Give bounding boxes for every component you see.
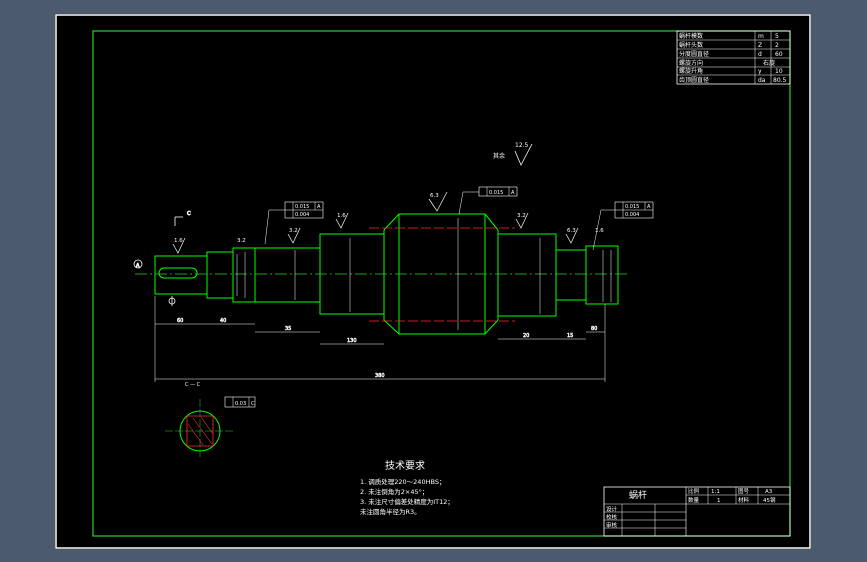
param-label-0: 蜗杆模数 bbox=[679, 32, 703, 40]
drawing-svg: 蜗杆模数 m 5 蜗杆头数 Z 2 分度圆直径 d 60 螺旋方向 右旋 螺旋升… bbox=[55, 14, 811, 549]
section-view-label: C — C bbox=[185, 382, 201, 388]
tolerance-frame-1: 0.015 A bbox=[458, 186, 518, 215]
tech-requirements: 技术要求 1. 调质处理220～240HBS； 2. 未注倒角为2×45°； 3… bbox=[360, 459, 454, 516]
section-label-top: C bbox=[187, 211, 191, 217]
pitch-lines bbox=[369, 227, 515, 322]
dim-seg6: 15 bbox=[567, 333, 573, 339]
drawing-frame bbox=[92, 30, 791, 537]
tolerance-frame-2: 0.015 A 0.004 bbox=[592, 201, 654, 251]
tol-2-row1b: A bbox=[647, 204, 651, 210]
roughness-mark-1: 3.2 bbox=[289, 228, 298, 234]
param-sym-1: Z bbox=[758, 42, 762, 49]
param-label-3: 螺旋方向 bbox=[679, 59, 703, 67]
drawing-no-label: 图号 bbox=[738, 487, 750, 495]
dim-seg5: 20 bbox=[523, 333, 529, 339]
param-label-1: 蜗杆头数 bbox=[679, 41, 703, 49]
design-label: 设计 bbox=[606, 505, 618, 513]
roughness-mark-2: 1.6 bbox=[337, 213, 346, 219]
tech-req-title: 技术要求 bbox=[385, 459, 425, 472]
tol-0-row2: 0.004 bbox=[295, 212, 309, 218]
material-label: 材料 bbox=[738, 496, 750, 504]
param-sym-0: m bbox=[758, 33, 764, 40]
drawing-no-value: A3 bbox=[765, 489, 773, 495]
tol-2-row2: 0.004 bbox=[625, 212, 639, 218]
tech-req-item-1: 2. 未注倒角为2×45°； bbox=[360, 487, 428, 496]
keyway-tol-1: 0.03 bbox=[235, 401, 246, 407]
keyway-tol-2: C bbox=[251, 401, 255, 407]
tolerance-frames: 0.015 A 0.004 0.015 A 0.015 A 0.004 bbox=[264, 186, 654, 251]
keyway-slot bbox=[158, 267, 198, 279]
roughness-global: 其余 12.5 bbox=[493, 142, 533, 166]
tol-0-row1: 0.015 bbox=[295, 204, 309, 210]
param-sym-4: γ bbox=[758, 68, 762, 75]
roughness-mark-0: 1.6 bbox=[174, 238, 183, 244]
scale-label: 比例 bbox=[688, 487, 700, 495]
shaft-outline bbox=[154, 213, 619, 335]
dim-seg1: 60 bbox=[177, 318, 183, 324]
dim-seg2: 40 bbox=[220, 318, 226, 324]
dim-seg3: 35 bbox=[285, 326, 291, 332]
param-val-2: 60 bbox=[775, 51, 783, 58]
title-block: 蜗杆 比例 1:1 图号 A3 数量 1 材料 45钢 设计 校核 审核 bbox=[603, 486, 791, 537]
outer-border bbox=[55, 14, 811, 549]
section-view: C — C 0.03 C bbox=[165, 382, 256, 459]
roughness-mark-3: 6.3 bbox=[430, 193, 439, 199]
section-cut-marks: C A bbox=[133, 211, 191, 306]
cad-canvas[interactable]: 蜗杆模数 m 5 蜗杆头数 Z 2 分度圆直径 d 60 螺旋方向 右旋 螺旋升… bbox=[55, 14, 811, 549]
tol-0-row1b: A bbox=[317, 204, 321, 210]
roughness-global-label: 其余 bbox=[493, 152, 505, 160]
diameter-dims bbox=[236, 218, 612, 330]
roughness-mark-4: 3.2 bbox=[517, 213, 526, 219]
dim-seg7: 80 bbox=[591, 326, 597, 332]
tol-2-row1: 0.015 bbox=[625, 204, 639, 210]
qty-value: 1 bbox=[717, 498, 721, 504]
part-name: 蜗杆 bbox=[629, 489, 647, 501]
tech-req-item-2: 3. 未注尺寸偏差处精度为IT12； bbox=[360, 497, 454, 506]
tech-req-item-0: 1. 调质处理220～240HBS； bbox=[360, 477, 445, 486]
material-value: 45钢 bbox=[763, 496, 776, 504]
param-val-0: 5 bbox=[775, 33, 779, 40]
params-table: 蜗杆模数 m 5 蜗杆头数 Z 2 分度圆直径 d 60 螺旋方向 右旋 螺旋升… bbox=[676, 30, 791, 85]
param-val-4: 10 bbox=[775, 68, 783, 75]
length-dims: 380 60 40 35 130 20 15 80 bbox=[154, 296, 606, 382]
roughness-global-value: 12.5 bbox=[515, 142, 529, 149]
param-label-4: 螺旋升角 bbox=[679, 67, 703, 75]
param-label-5: 齿顶圆直径 bbox=[679, 76, 709, 84]
scale-value: 1:1 bbox=[711, 489, 720, 495]
tech-req-item-3: 未注圆角半径为R3。 bbox=[360, 507, 421, 516]
dim-seg4: 130 bbox=[347, 338, 357, 344]
tol-1-row1: 0.015 bbox=[489, 190, 503, 196]
roughness-marks: 1.6 3.2 1.6 6.3 3.2 6.3 1.6 3.2 bbox=[172, 191, 604, 254]
param-val-1: 2 bbox=[775, 42, 779, 49]
tol-1-row1b: A bbox=[511, 190, 515, 196]
param-sym-2: d bbox=[758, 51, 762, 58]
dim-overall: 380 bbox=[375, 373, 385, 379]
datum-symbol bbox=[133, 259, 143, 269]
qty-label: 数量 bbox=[688, 496, 700, 504]
param-sym-5: da bbox=[758, 77, 766, 84]
param-label-2: 分度圆直径 bbox=[679, 50, 709, 58]
datum-label: A bbox=[136, 263, 140, 269]
roughness-mark-5: 6.3 bbox=[567, 228, 576, 234]
roughness-mark-7: 3.2 bbox=[237, 238, 246, 244]
param-val-3: 右旋 bbox=[763, 59, 775, 67]
check-label: 校核 bbox=[606, 513, 618, 521]
tolerance-frame-0: 0.015 A 0.004 bbox=[264, 201, 324, 245]
roughness-mark-6: 1.6 bbox=[595, 228, 604, 234]
param-val-5: 80.5 bbox=[773, 77, 787, 84]
approve-label: 审核 bbox=[606, 521, 618, 529]
